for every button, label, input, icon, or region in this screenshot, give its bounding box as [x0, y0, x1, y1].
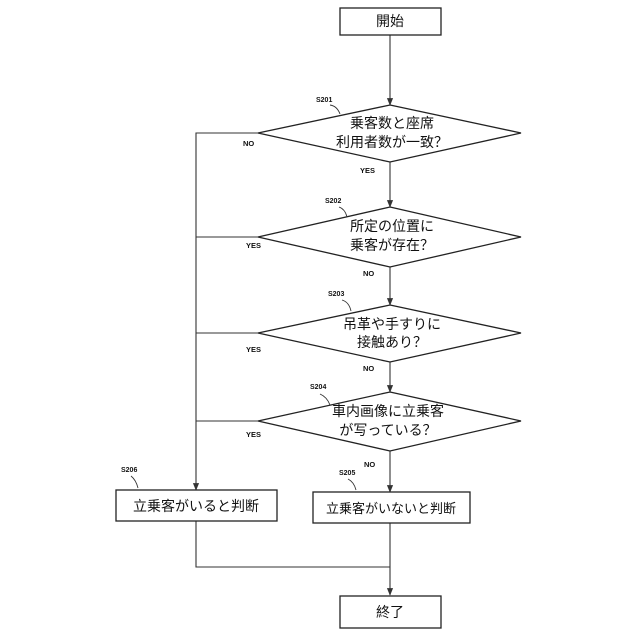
decision-s202-line1: 所定の位置に	[350, 219, 434, 235]
step-label-s206: S206	[121, 467, 137, 474]
step-label-s205: S205	[339, 470, 355, 477]
decision-s201: 乗客数と座席 利用者数が一致？ S201 NO YES	[243, 97, 521, 175]
start-label: 開始	[376, 14, 404, 30]
result-no-standing: 立乗客がいないと判断 S205	[313, 470, 470, 523]
step-leader-s206	[131, 476, 138, 488]
branch-label-s202-yes: YES	[246, 241, 261, 250]
step-label-s201: S201	[316, 97, 332, 104]
step-label-s204: S204	[310, 384, 326, 391]
branch-label-s203-no: NO	[363, 364, 374, 373]
branch-label-s201-yes: YES	[360, 166, 375, 175]
end-node: 終了	[340, 596, 441, 628]
result-standing-label: 立乗客がいると判断	[133, 498, 259, 515]
step-leader-s204	[320, 394, 330, 405]
decision-s202-line2: 乗客が存在？	[350, 237, 434, 254]
step-leader-s201	[330, 105, 340, 114]
decision-s203-line2: 接触あり？	[357, 334, 427, 351]
step-leader-s202	[339, 207, 347, 217]
branch-label-s204-yes: YES	[246, 430, 261, 439]
step-label-s203: S203	[328, 291, 344, 298]
branch-label-s202-no: NO	[363, 269, 374, 278]
branch-label-s201-no: NO	[243, 139, 254, 148]
step-leader-s203	[342, 300, 351, 311]
result-no-standing-label: 立乗客がいないと判断	[326, 501, 456, 517]
end-label: 終了	[376, 605, 404, 621]
decision-s202: 所定の位置に 乗客が存在？ S202 YES NO	[246, 198, 521, 278]
step-leader-s205	[348, 479, 356, 490]
decision-s204: 車内画像に立乗客 が写っている？ S204 YES NO	[246, 384, 521, 469]
line-s206-to-end	[196, 521, 390, 567]
decision-s201-line2: 利用者数が一致？	[336, 135, 448, 151]
decision-s203-line1: 吊革や手すりに	[343, 317, 441, 333]
step-label-s202: S202	[325, 198, 341, 205]
start-node: 開始	[340, 8, 441, 35]
decision-s201-line1: 乗客数と座席	[350, 115, 434, 132]
decision-s204-line2: が写っている？	[339, 423, 436, 439]
decision-s204-line1: 車内画像に立乗客	[332, 403, 444, 420]
decision-s203: 吊革や手すりに 接触あり？ S203 YES NO	[246, 291, 521, 373]
branch-label-s204-no: NO	[364, 460, 375, 469]
branch-label-s203-yes: YES	[246, 345, 261, 354]
